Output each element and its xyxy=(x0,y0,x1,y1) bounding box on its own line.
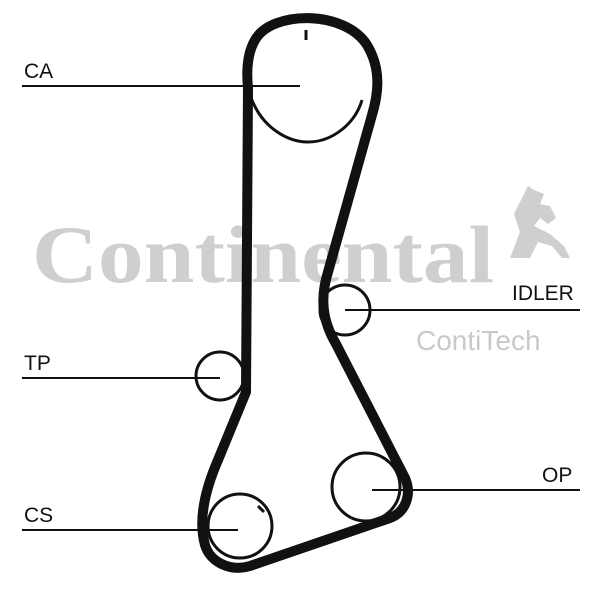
crankshaft-pulley xyxy=(206,492,274,560)
camshaft-pulley xyxy=(248,30,364,144)
oil-pump-pulley xyxy=(330,451,402,523)
label-cs: CS xyxy=(24,504,53,527)
label-op: OP xyxy=(542,464,572,487)
tensioner-pulley xyxy=(194,350,246,402)
brand-watermark: Continental ContiTech xyxy=(32,186,570,356)
label-ca: CA xyxy=(24,60,53,83)
brand-name: Continental xyxy=(32,209,494,300)
rearing-horse-icon xyxy=(510,186,570,258)
sub-brand: ContiTech xyxy=(416,325,541,356)
label-idler: IDLER xyxy=(512,282,574,305)
label-tp: TP xyxy=(24,352,51,375)
